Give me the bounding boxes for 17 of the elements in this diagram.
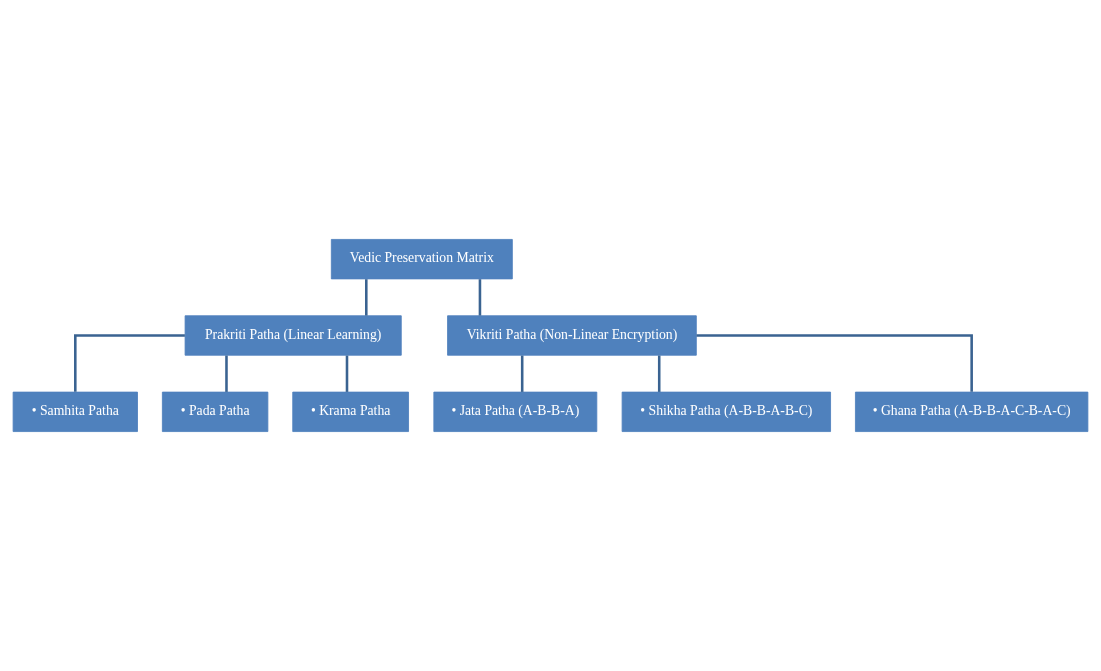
connector	[657, 355, 661, 392]
connector	[478, 279, 482, 316]
node-box: • Pada Patha	[161, 391, 269, 432]
node-box: • Jata Patha (A-B-B-A)	[433, 391, 598, 432]
connector	[345, 355, 349, 392]
node-box: • Krama Patha	[292, 391, 409, 432]
node-box: • Samhita Patha	[12, 391, 138, 432]
connector	[74, 334, 185, 392]
connector	[696, 334, 973, 392]
connector	[365, 279, 368, 316]
node-box: • Ghana Patha (A-B-B-A-C-B-A-C)	[855, 391, 1089, 432]
connector	[225, 355, 228, 392]
node-box: Vedic Preservation Matrix	[330, 239, 513, 280]
node-box: • Shikha Patha (A-B-B-A-B-C)	[621, 391, 831, 432]
connector	[520, 355, 524, 392]
node-box: Vikriti Patha (Non-Linear Encryption)	[447, 315, 697, 356]
node-box: Prakriti Patha (Linear Learning)	[184, 315, 402, 356]
